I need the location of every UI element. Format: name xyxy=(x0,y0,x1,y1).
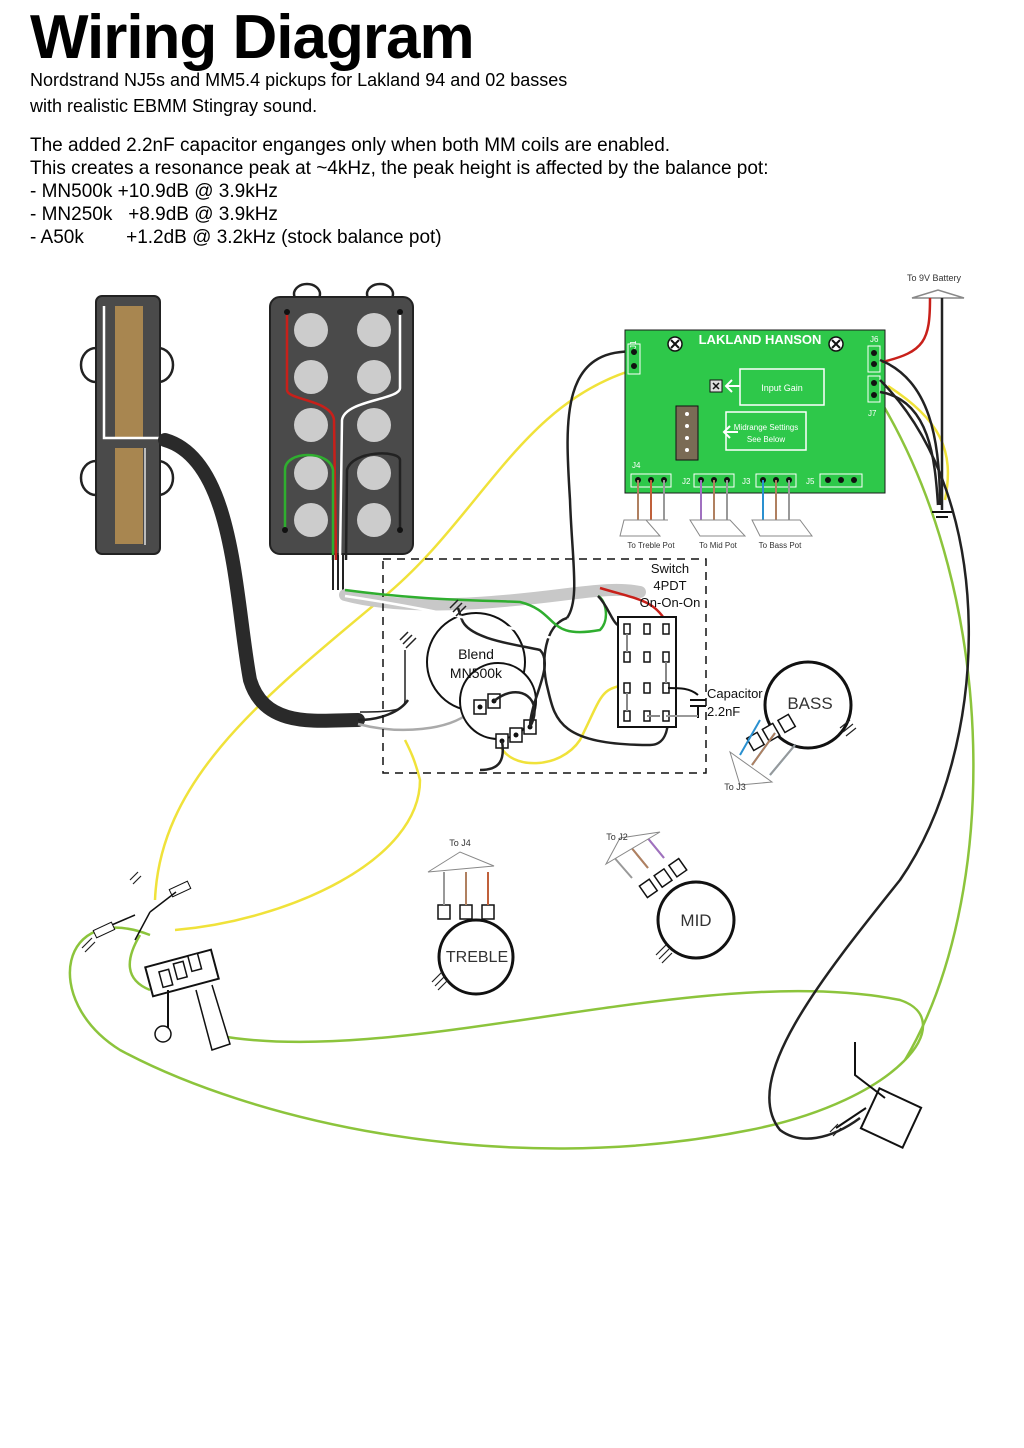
to-j3-label: To J3 xyxy=(724,782,746,792)
j7-label: J7 xyxy=(868,409,877,418)
blend-wires xyxy=(456,607,670,772)
ground-symbols xyxy=(359,599,467,713)
nj5s-pickup xyxy=(79,295,175,555)
blend-label: Blend xyxy=(458,646,494,662)
note-line-1: The added 2.2nF capacitor enganges only … xyxy=(30,135,671,156)
preamp-brand-label: LAKLAND HANSON xyxy=(699,332,822,347)
black-wire-j6 xyxy=(879,358,942,506)
control-group-outline xyxy=(382,558,707,774)
black-wire-j1 xyxy=(565,350,641,619)
note-line-5: - A50k +1.2dB @ 3.2kHz (stock balance po… xyxy=(30,227,442,248)
blend-value-label: MN500k xyxy=(450,665,503,681)
switch-4pdt xyxy=(617,616,677,728)
to-j2-label: To J2 xyxy=(606,832,628,842)
to-treble-pot-label: To Treble Pot xyxy=(627,541,675,550)
battery-connector xyxy=(881,289,965,518)
capacitor xyxy=(666,687,706,718)
to-j4-label: To J4 xyxy=(449,838,471,848)
treble-pot xyxy=(427,851,515,996)
see-below-label: See Below xyxy=(747,435,785,444)
to-bass-pot-label: To Bass Pot xyxy=(759,541,802,550)
input-jack xyxy=(81,871,231,1051)
note-line-2: This creates a resonance peak at ~4kHz, … xyxy=(30,158,769,179)
j5-label: J5 xyxy=(806,477,815,486)
switch-label: Switch xyxy=(651,561,689,576)
j4-label: J4 xyxy=(632,461,641,470)
note-line-4: - MN250k +8.9dB @ 3.9kHz xyxy=(30,204,278,225)
switch-type-label: 4PDT xyxy=(653,578,686,593)
j6-label: J6 xyxy=(870,335,879,344)
j3-label: J3 xyxy=(742,477,751,486)
j2-label: J2 xyxy=(682,477,691,486)
mid-pot xyxy=(604,831,736,964)
capacitor-value-label: 2.2nF xyxy=(707,704,740,719)
bass-pot xyxy=(729,660,857,786)
midrange-settings-label: Midrange Settings xyxy=(734,423,798,432)
output-jack xyxy=(829,1042,923,1149)
mm54-pickup xyxy=(269,282,414,590)
note-line-3: - MN500k +10.9dB @ 3.9kHz xyxy=(30,181,278,202)
black-wire-output xyxy=(768,379,971,1140)
switch-mode-label: On-On-On xyxy=(640,595,701,610)
preamp-board: LAKLAND HANSON Input Gain Midrange Setti… xyxy=(624,329,886,494)
pot-leads xyxy=(619,480,813,537)
bass-pot-label: BASS xyxy=(787,694,832,713)
subtitle-line-2: with realistic EBMM Stingray sound. xyxy=(30,96,318,116)
to-mid-pot-label: To Mid Pot xyxy=(699,541,738,550)
input-gain-label: Input Gain xyxy=(761,383,803,393)
capacitor-label: Capacitor xyxy=(707,686,763,701)
page-title: Wiring Diagram xyxy=(30,3,475,72)
blend-pot xyxy=(426,612,537,749)
battery-label: To 9V Battery xyxy=(907,273,962,283)
mid-pot-label: MID xyxy=(680,911,711,930)
green-ground-wires xyxy=(68,399,975,1150)
subtitle-line-1: Nordstrand NJ5s and MM5.4 pickups for La… xyxy=(30,70,568,90)
treble-pot-label: TREBLE xyxy=(446,949,508,966)
